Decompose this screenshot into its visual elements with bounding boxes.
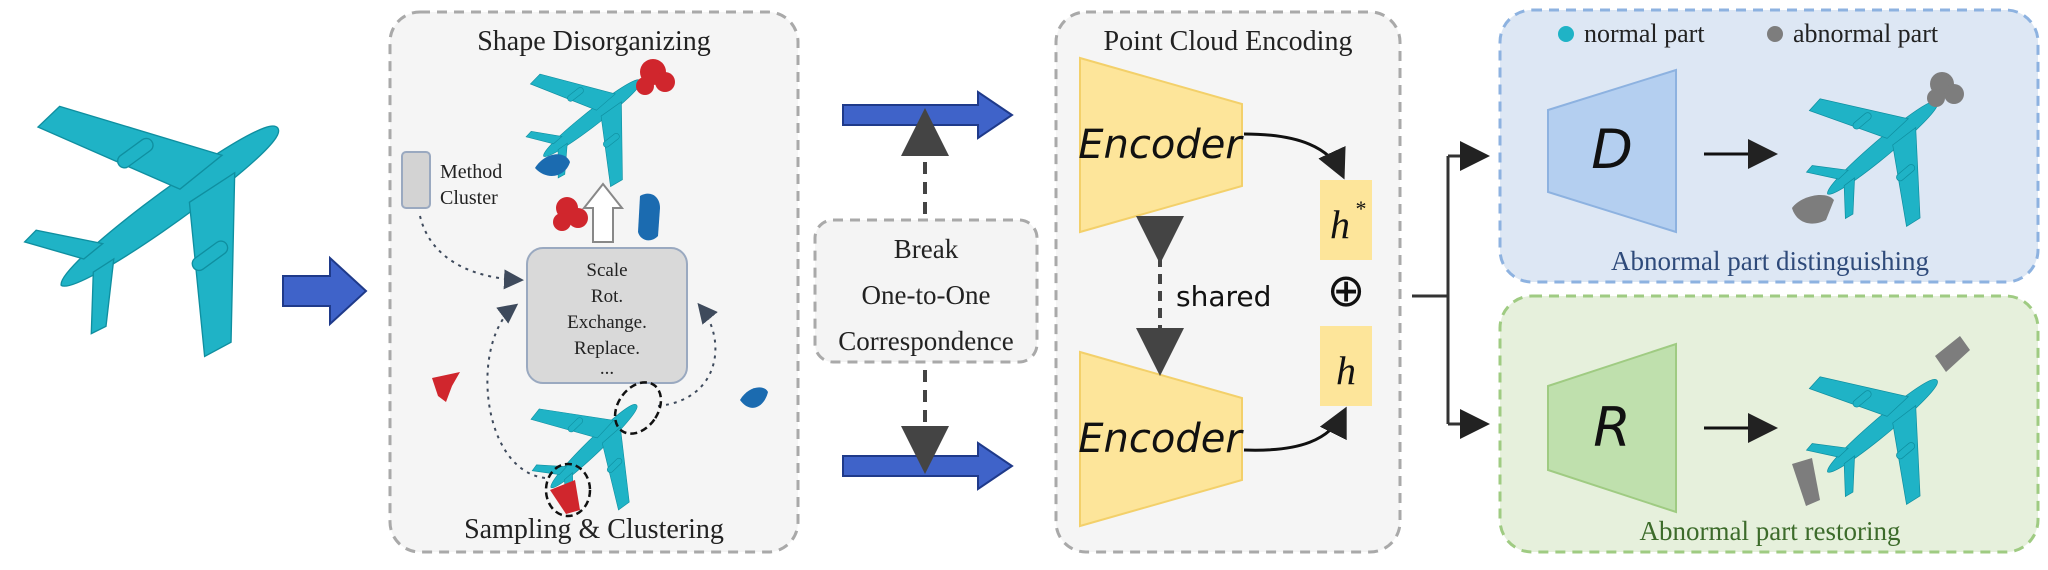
bottom-pipeline-arrow-icon: [842, 441, 1014, 491]
op-scale: Scale: [586, 260, 627, 281]
red-tail-part-icon: [432, 372, 460, 402]
cluster-circle-upper: [613, 381, 663, 435]
normal-legend-dot: [1558, 26, 1574, 42]
operations-box: [526, 247, 688, 384]
op-exchange: Exchange.: [567, 312, 647, 333]
shape-disorganizing-title: Shape Disorganizing: [477, 26, 711, 57]
h-box: [1320, 326, 1372, 406]
normal-legend-label: normal part: [1584, 19, 1705, 48]
blue-fragment-right-icon: [638, 193, 660, 241]
abnormal-legend-dot: [1767, 26, 1783, 42]
module-d: [1547, 68, 1677, 234]
encoder-top-to-hstar-arrow: [1243, 132, 1346, 180]
break-line1: Break: [894, 234, 959, 264]
op-replace: Replace.: [574, 338, 640, 359]
distinguish-caption: Abnormal part distinguishing: [1611, 246, 1929, 276]
h-star-sup: *: [1356, 196, 1367, 221]
restored-gray-parts: [1792, 336, 1970, 506]
restore-caption: Abnormal part restoring: [1640, 516, 1901, 546]
module-r: [1547, 342, 1677, 514]
method-label: Method: [440, 161, 502, 183]
shared-label: shared: [1176, 280, 1271, 313]
module-d-label: D: [1591, 118, 1633, 181]
top-pipeline-arrow-icon: [842, 90, 1014, 140]
abnormal-gray-parts-top: [1792, 72, 1964, 224]
method-cluster-box: [401, 151, 431, 209]
encoder-top: [1079, 56, 1243, 234]
concat-symbol: ⊕: [1327, 263, 1366, 317]
h-star-label: h: [1330, 202, 1350, 247]
blue-fragment-top-icon: [535, 154, 570, 176]
red-fragment-top-icon: [636, 59, 675, 95]
red-part-sampled-icon: [550, 480, 580, 514]
break-line2: One-to-One: [862, 280, 991, 310]
cluster-circle-lower: [544, 462, 592, 518]
h-label: h: [1336, 348, 1356, 393]
up-arrow-icon: [581, 182, 625, 243]
op-more: ...: [600, 358, 614, 379]
encoder-top-label: Encoder: [1078, 122, 1244, 168]
h-star-box: [1320, 180, 1372, 260]
break-line3: Correspondence: [838, 326, 1013, 356]
op-rotation: Rot.: [591, 286, 623, 307]
break-correspondence-box: [813, 218, 1039, 364]
branch-connector: [1412, 141, 1490, 439]
right-loop-arrow: [657, 302, 718, 407]
module-r-label: R: [1593, 396, 1631, 459]
encoder-bottom: [1079, 350, 1243, 528]
input-plane-icon: [0, 9, 365, 407]
point-cloud-encoding-title: Point Cloud Encoding: [1104, 26, 1353, 57]
encoder-bottom-label: Encoder: [1078, 416, 1244, 462]
red-fragment-left-icon: [553, 197, 588, 231]
blue-nose-part-icon: [740, 387, 768, 408]
encoder-bottom-to-h-arrow: [1243, 406, 1347, 452]
cluster-label: Cluster: [440, 187, 498, 209]
sampling-clustering-label: Sampling & Clustering: [464, 514, 724, 545]
abnormal-legend-label: abnormal part: [1793, 19, 1939, 48]
input-arrow-icon: [282, 255, 368, 327]
